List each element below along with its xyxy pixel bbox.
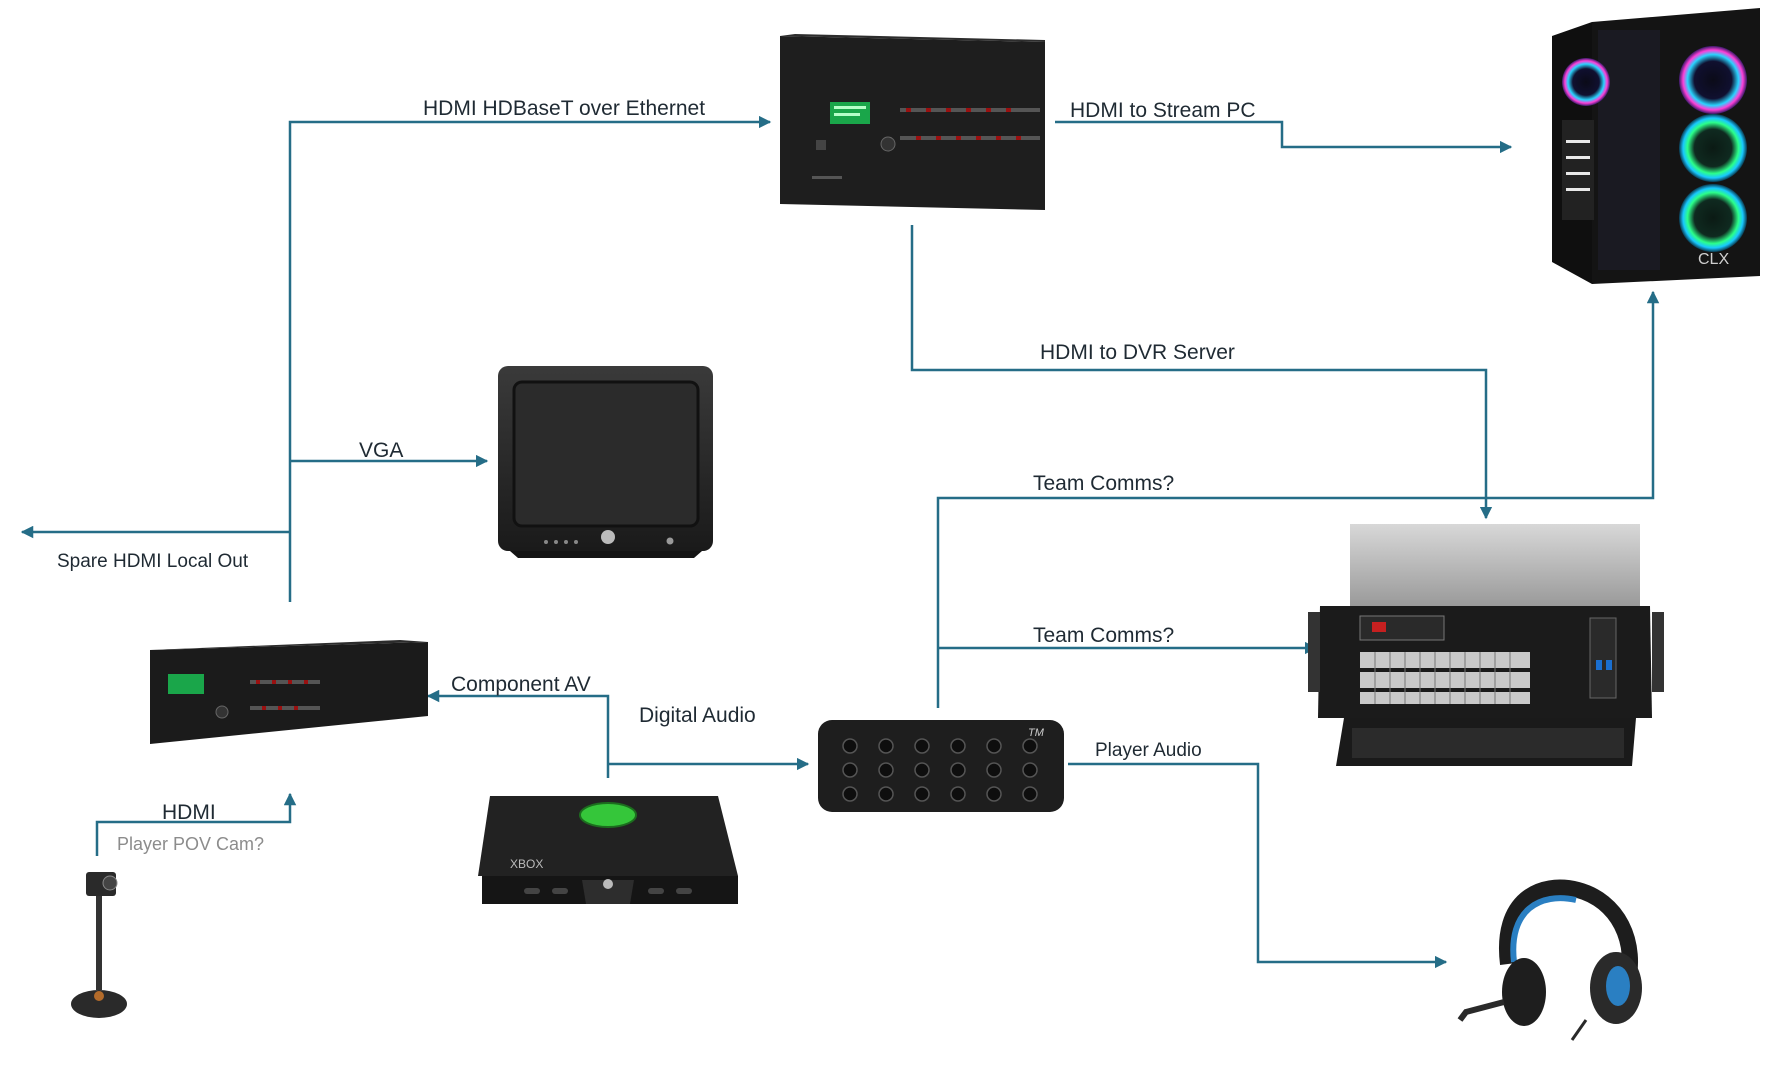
spare-hdmi-label: Spare HDMI Local Out [57,551,249,572]
stream-pc-icon: CLX [1552,8,1760,284]
hdmi-label: HDMI [162,801,216,824]
hdmi-cam-connector [95,792,297,856]
xbox-text: XBOX [510,857,543,871]
pov-cam-label: Player POV Cam? [117,834,265,854]
mixer-brand-text: TM [1028,727,1045,739]
local-switcher-icon [150,640,428,744]
team-comms-mid-label: Team Comms? [1033,624,1175,647]
team-comms-top-label: Team Comms? [1033,472,1175,495]
player-audio-connector [1068,762,1448,969]
xbox-console-icon: XBOX [478,796,738,904]
dvr-server-connector [910,225,1493,520]
hdbaset-label: HDMI HDBaseT over Ethernet [423,97,706,120]
pc-brand-text: CLX [1698,251,1729,268]
headset-icon [1457,879,1642,1041]
stream-pc-label: HDMI to Stream PC [1070,99,1256,122]
audio-mixer-icon: TM [818,720,1064,812]
dvr-server-label: HDMI to DVR Server [1040,341,1235,364]
team-comms-top-connector [936,290,1660,708]
pov-camera-icon [71,872,127,1018]
stream-pc-connector [1055,120,1513,154]
player-audio-label: Player Audio [1095,740,1202,761]
crt-monitor-icon [498,366,713,558]
digital-audio-label: Digital Audio [639,704,756,727]
component-av-label: Component AV [451,673,591,696]
hdbaset-connector [288,115,772,602]
dvr-server-icon [1308,524,1664,766]
matrix-switcher-icon [780,34,1045,210]
component-av-connector [426,689,610,778]
vga-label: VGA [359,439,404,462]
